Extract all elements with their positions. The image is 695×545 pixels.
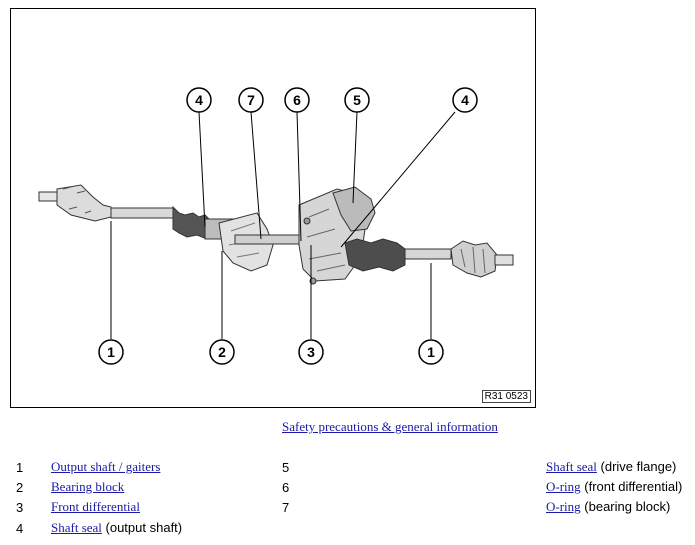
callout-2: 2 bbox=[209, 339, 235, 365]
callout-3: 3 bbox=[298, 339, 324, 365]
svg-text:3: 3 bbox=[307, 344, 315, 360]
legend-num-4: 4 bbox=[16, 521, 24, 536]
output-shaft-gaiters-link[interactable]: Output shaft / gaiters bbox=[51, 459, 161, 474]
legend-num-7: 7 bbox=[282, 500, 290, 515]
right-drive-shaft-drawing bbox=[344, 238, 514, 278]
left-drive-shaft-drawing bbox=[38, 184, 236, 240]
callout-4-left: 4 bbox=[186, 87, 212, 113]
legend-num-1: 1 bbox=[16, 460, 24, 475]
callout-7: 7 bbox=[238, 87, 264, 113]
bearing-block-drawing bbox=[218, 212, 306, 272]
legend-item-4: Shaft seal (output shaft) bbox=[51, 520, 182, 536]
legend-suffix-6: (front differential) bbox=[580, 479, 683, 494]
svg-text:7: 7 bbox=[247, 92, 255, 108]
legend-suffix-5: (drive flange) bbox=[596, 459, 677, 474]
callout-1-right: 1 bbox=[418, 339, 444, 365]
svg-text:1: 1 bbox=[107, 344, 115, 360]
svg-text:2: 2 bbox=[218, 344, 226, 360]
legend-item-5: Shaft seal (drive flange) bbox=[546, 459, 676, 475]
svg-text:5: 5 bbox=[353, 92, 361, 108]
shaft-seal-drive-flange-link[interactable]: Shaft seal bbox=[546, 459, 597, 474]
legend-item-2: Bearing block bbox=[51, 479, 124, 495]
callout-6: 6 bbox=[284, 87, 310, 113]
safety-precautions-link[interactable]: Safety precautions & general information bbox=[282, 419, 498, 434]
legend-num-3: 3 bbox=[16, 500, 24, 515]
shaft-seal-output-link[interactable]: Shaft seal bbox=[51, 520, 102, 535]
legend-item-3: Front differential bbox=[51, 499, 140, 515]
legend-num-2: 2 bbox=[16, 480, 24, 495]
legend-num-5: 5 bbox=[282, 460, 290, 475]
svg-text:4: 4 bbox=[461, 92, 469, 108]
callout-4-right: 4 bbox=[452, 87, 478, 113]
exploded-diagram-frame: 4 7 6 5 4 1 bbox=[10, 8, 536, 408]
callouts-bottom: 1 2 3 1 bbox=[98, 339, 444, 365]
o-ring-front-differential-link[interactable]: O-ring bbox=[546, 479, 581, 494]
legend-num-6: 6 bbox=[282, 480, 290, 495]
svg-text:6: 6 bbox=[293, 92, 301, 108]
callout-1-left: 1 bbox=[98, 339, 124, 365]
figure-code: R31 0523 bbox=[481, 390, 531, 403]
bearing-block-link[interactable]: Bearing block bbox=[51, 479, 125, 494]
legend-suffix-4: (output shaft) bbox=[101, 520, 183, 535]
front-differential-link[interactable]: Front differential bbox=[51, 499, 140, 514]
o-ring-bearing-block-link[interactable]: O-ring bbox=[546, 499, 581, 514]
callouts-top: 4 7 6 5 4 bbox=[186, 87, 478, 113]
svg-text:1: 1 bbox=[427, 344, 435, 360]
legend-item-6: O-ring (front differential) bbox=[546, 479, 682, 495]
drive-shaft-diagram: 4 7 6 5 4 1 bbox=[38, 87, 514, 365]
svg-text:4: 4 bbox=[195, 92, 203, 108]
legend-suffix-7: (bearing block) bbox=[580, 499, 671, 514]
legend-item-1: Output shaft / gaiters bbox=[51, 459, 160, 475]
legend-item-7: O-ring (bearing block) bbox=[546, 499, 670, 515]
callout-5: 5 bbox=[344, 87, 370, 113]
leader-lines bbox=[110, 111, 456, 339]
